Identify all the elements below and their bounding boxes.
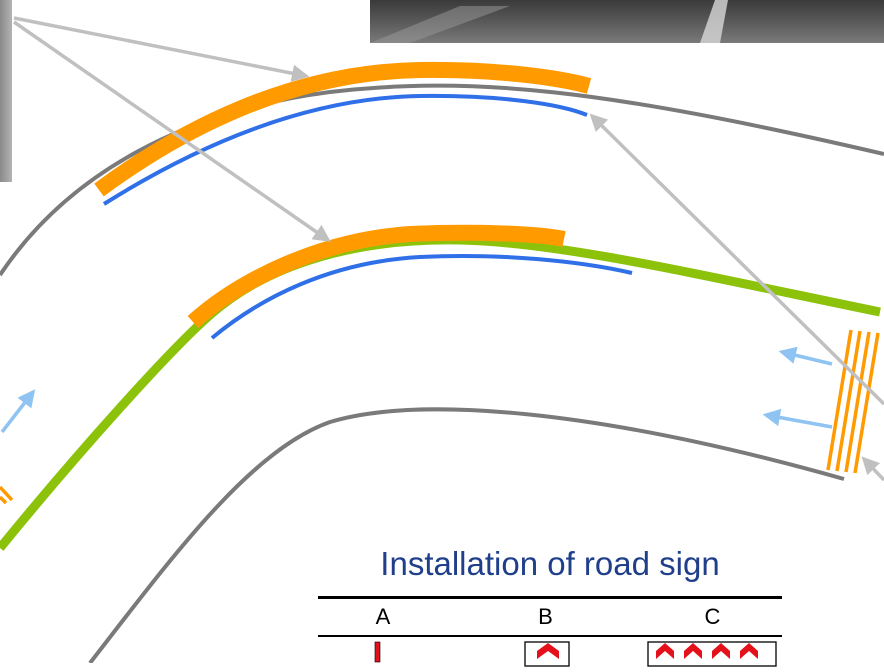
direction-arrow [762, 408, 833, 429]
column-header-a: A [375, 604, 391, 629]
legend-header-row: A B C [318, 599, 782, 637]
pointer-arrow [589, 113, 884, 406]
road-edge-inner [88, 407, 845, 663]
pointer-arrow [861, 456, 884, 482]
column-header-c: C [704, 604, 721, 629]
guardrail-marking-lower [187, 224, 566, 328]
legend-title: Installation of road sign [380, 545, 720, 582]
pointer-arrow [13, 20, 331, 242]
lane-line-lower [210, 253, 633, 340]
direction-arrow [0, 389, 36, 434]
sign-b-chevron-icon [524, 641, 570, 667]
guardrail-marking-upper [94, 61, 592, 197]
centerline [0, 235, 881, 551]
sign-a-icon [374, 641, 381, 663]
sign-c-chevrons-icon [647, 641, 777, 667]
direction-arrow [778, 346, 833, 366]
pointer-arrow [13, 16, 310, 82]
transverse-stripes-right [826, 329, 880, 474]
transverse-stripes-left [0, 485, 14, 505]
lane-line-upper [102, 93, 588, 206]
road-photo-left [0, 0, 12, 182]
road-edge-outer [0, 83, 884, 277]
column-header-b: B [538, 604, 553, 629]
road-sign-legend-table: A B C [318, 596, 782, 667]
road-photo-top [370, 0, 884, 43]
